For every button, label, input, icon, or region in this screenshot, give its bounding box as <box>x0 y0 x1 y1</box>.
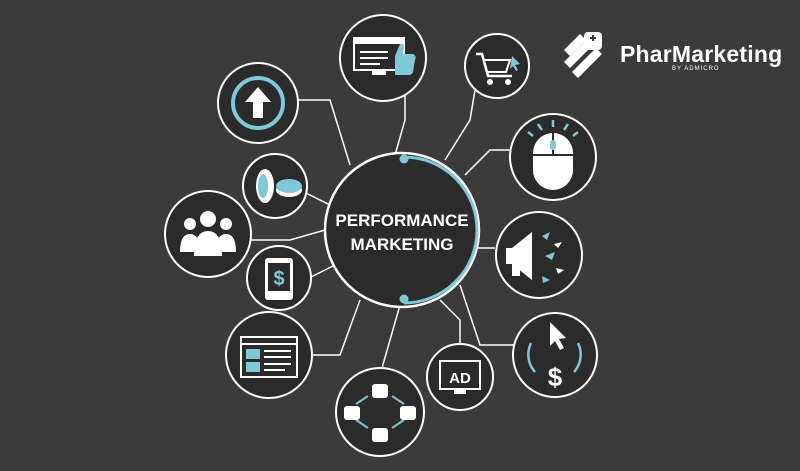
mobile-dollar-icon: $ <box>246 245 312 311</box>
audience-icon <box>164 190 252 278</box>
computer-mouse-icon <box>509 113 597 201</box>
ad-monitor-icon: AD <box>426 343 494 411</box>
upload-arrow-icon <box>217 62 299 144</box>
brand-tagline: BY ADMICRO <box>672 66 720 72</box>
brand-name: PharMarketing <box>620 41 783 67</box>
ad-label: AD <box>449 370 471 387</box>
web-layout-icon <box>225 311 313 399</box>
svg-text:$: $ <box>273 268 284 290</box>
center-title-line2: MARKETING <box>351 235 454 254</box>
svg-text:$: $ <box>548 362 563 392</box>
megaphone-icon <box>495 211 583 299</box>
pharmarketing-logo <box>564 32 602 78</box>
thumbs-up-network-icon <box>335 367 425 457</box>
website-thumbs-up-icon <box>339 14 427 102</box>
center-hub: PERFORMANCE MARKETING <box>323 151 481 309</box>
center-title-line1: PERFORMANCE <box>335 211 468 230</box>
coins-icon <box>242 153 308 219</box>
shopping-cart-icon <box>464 33 530 99</box>
click-dollar-icon: $ <box>512 312 598 398</box>
